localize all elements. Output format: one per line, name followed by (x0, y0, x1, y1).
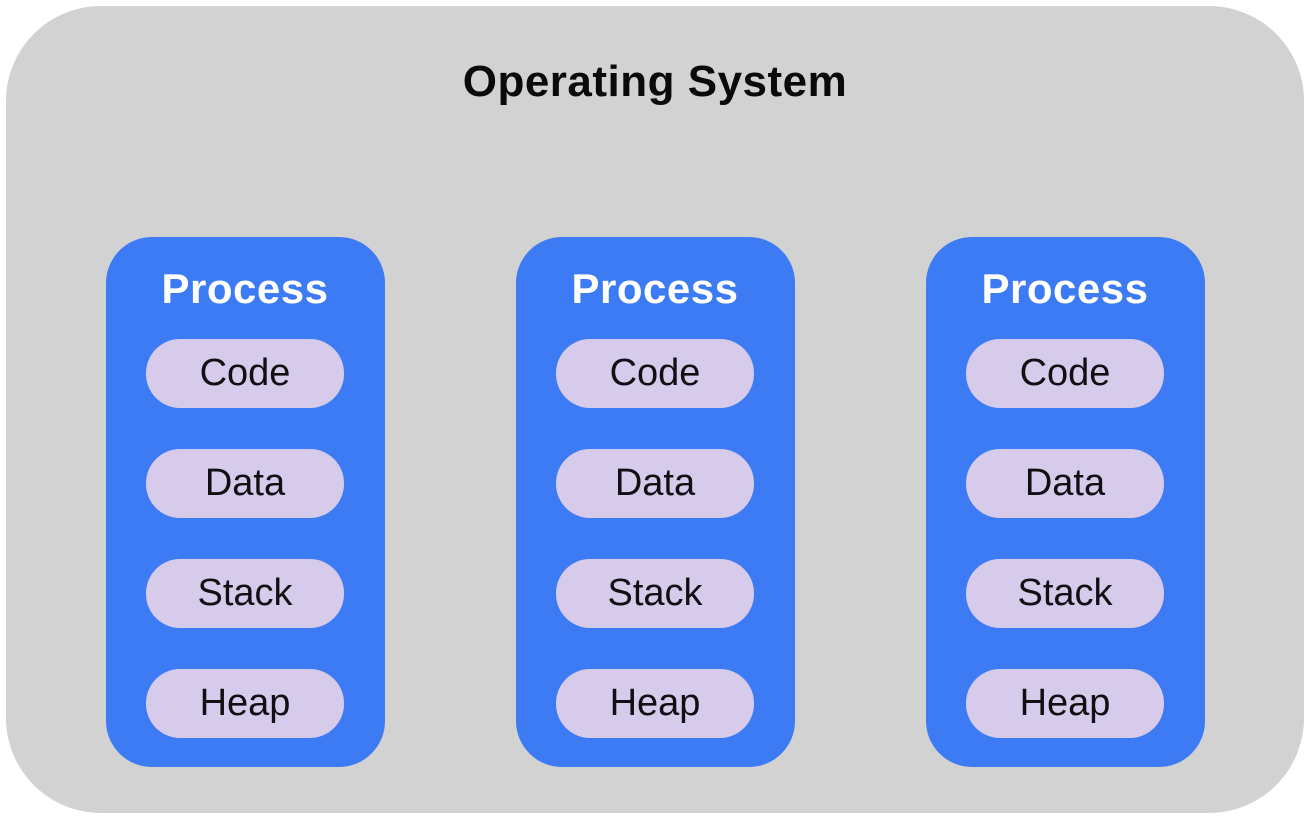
segment-pill-code: Code (966, 339, 1164, 408)
process-row: Process Code Data Stack Heap Process Cod… (6, 237, 1304, 767)
segment-pill-stack: Stack (966, 559, 1164, 628)
process-label: Process (161, 265, 329, 312)
process-box-2: Process Code Data Stack Heap (515, 237, 795, 767)
segment-pill-data: Data (146, 449, 344, 518)
operating-system-container: Operating System Process Code Data Stack… (6, 6, 1304, 813)
segment-pill-data: Data (556, 449, 754, 518)
process-box-3: Process Code Data Stack Heap (925, 237, 1205, 767)
segment-pill-heap: Heap (556, 669, 754, 738)
segment-pill-heap: Heap (146, 669, 344, 738)
process-box-1: Process Code Data Stack Heap (105, 237, 385, 767)
segment-pill-code: Code (146, 339, 344, 408)
process-label: Process (571, 265, 739, 312)
process-label: Process (981, 265, 1149, 312)
segment-pill-code: Code (556, 339, 754, 408)
segment-pill-heap: Heap (966, 669, 1164, 738)
segment-pill-stack: Stack (556, 559, 754, 628)
segment-pill-data: Data (966, 449, 1164, 518)
segment-pill-stack: Stack (146, 559, 344, 628)
operating-system-title: Operating System (462, 57, 848, 106)
